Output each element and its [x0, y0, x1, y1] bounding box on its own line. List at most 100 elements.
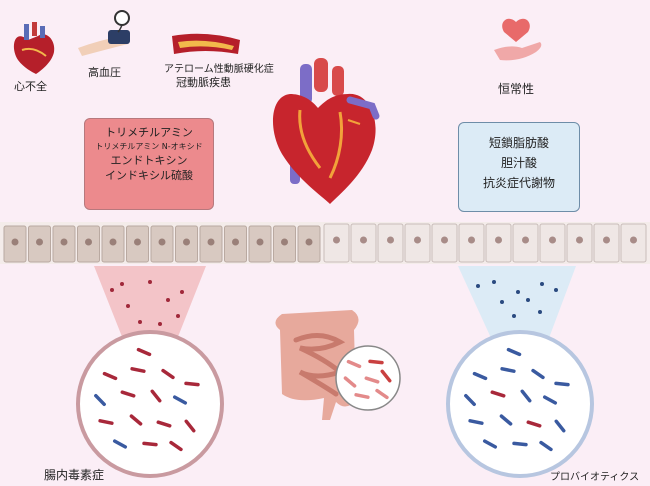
bacterium [554, 381, 570, 387]
bacterium [512, 441, 528, 447]
bacterium [380, 369, 392, 383]
toxin-dot [126, 304, 130, 308]
toxin-dot [138, 320, 142, 324]
healthy-metabolite-particles [476, 280, 558, 336]
homeostasis-label: 恒常性 [498, 82, 535, 96]
toxin-endotoxin: エンドトキシン [110, 154, 188, 167]
metabolite-dot [554, 288, 558, 292]
bacterium [172, 395, 188, 405]
atherosclerosis-icon [172, 33, 240, 54]
cell-nucleus [36, 238, 43, 246]
bacterium [142, 441, 158, 447]
bacterium [464, 393, 476, 407]
cell-nucleus [603, 236, 610, 244]
metabolite-dot [516, 290, 520, 294]
bacterium [184, 381, 200, 387]
cell-nucleus [414, 236, 421, 244]
cell-nucleus [522, 236, 529, 244]
intestinal-epithelium [0, 222, 650, 264]
heart-illustration [272, 58, 380, 204]
toxin-metabolites-box: トリメチルアミン トリメチルアミン N-オキシド エンドトキシン インドキシル硫… [84, 118, 214, 210]
cell-nucleus [85, 238, 92, 246]
cell-nucleus [549, 236, 556, 244]
cell-nucleus [333, 236, 340, 244]
bacterium [346, 359, 362, 369]
bacterium [368, 359, 384, 365]
coronary-disease-label: 冠動脈疾患 [176, 76, 231, 89]
heart-failure-label: 心不全 [14, 80, 47, 93]
dysbiosis-cone [94, 266, 206, 362]
bacterium [542, 395, 558, 405]
cell-nucleus [495, 236, 502, 244]
bacterium [169, 440, 183, 452]
bacterium [375, 388, 389, 400]
cell-nucleus [468, 236, 475, 244]
bacterium [554, 419, 566, 433]
gut-microbiota-bacteria [343, 359, 392, 400]
beneficial-metabolites-box: 短鎖脂肪酸 胆汁酸 抗炎症代謝物 [458, 122, 580, 212]
bacterium [500, 367, 516, 373]
cell-nucleus [207, 238, 215, 246]
cell-nucleus [158, 238, 166, 246]
cell-nucleus [576, 236, 583, 244]
bacterium [161, 368, 175, 380]
cell-nucleus [441, 236, 448, 244]
cell-nucleus [134, 238, 141, 246]
toxin-tma: トリメチルアミン [105, 126, 193, 139]
atherosclerosis-label: アテローム性動脈硬化症 [164, 64, 274, 75]
bacterium [499, 414, 513, 426]
cell-nucleus [630, 236, 637, 244]
bacterium [531, 368, 545, 380]
bacterium [354, 393, 370, 399]
bacterium [112, 439, 128, 449]
bacterium [136, 347, 152, 357]
hypertension-label: 高血圧 [88, 66, 121, 79]
metabolite-anti-inflammatory: 抗炎症代謝物 [482, 176, 555, 190]
bacterium [98, 419, 114, 425]
cell-nucleus [256, 238, 264, 246]
bacterium [506, 347, 522, 357]
intestine-illustration [275, 310, 359, 420]
bacterium [468, 419, 484, 425]
bacterium [184, 419, 196, 433]
metabolite-scfa: 短鎖脂肪酸 [488, 136, 549, 150]
cell-nucleus [60, 238, 68, 246]
bacterium [102, 371, 118, 381]
homeostasis-icon [494, 18, 542, 61]
metabolite-dot [492, 280, 496, 284]
cell-nucleus [11, 238, 19, 246]
cell-nucleus [281, 238, 288, 246]
toxin-dot [158, 322, 162, 326]
metabolite-dot [526, 298, 530, 302]
toxin-indoxyl-sulfate: インドキシル硫酸 [105, 169, 193, 182]
toxin-dot [148, 280, 152, 284]
probiotic-bacteria [464, 347, 570, 452]
dysbiosis-label: 腸内毒素症 [44, 468, 105, 482]
cell-nucleus [232, 238, 239, 246]
metabolite-dot [500, 300, 504, 304]
dysbiosis-bacteria [94, 347, 200, 452]
cell-nucleus [109, 238, 117, 246]
hypertension-icon [78, 10, 130, 56]
bacterium [120, 390, 136, 398]
bacterium [130, 367, 146, 373]
toxin-dot [180, 290, 184, 294]
cell-nucleus [387, 236, 394, 244]
bacterium [150, 389, 162, 403]
toxin-dot [166, 298, 170, 302]
bacterium [490, 390, 506, 398]
bacterium [472, 371, 488, 381]
cell-nucleus [183, 238, 190, 246]
bacterium [343, 376, 357, 388]
cell-nucleus [360, 236, 367, 244]
bacterium [94, 393, 106, 407]
toxin-tmao: トリメチルアミン N-オキシド [95, 142, 203, 151]
bacterium [129, 414, 143, 426]
bacterium [482, 439, 498, 449]
toxin-dot [176, 314, 180, 318]
bacterium [520, 389, 532, 403]
heart-failure-icon [13, 22, 55, 74]
bacterium [526, 420, 542, 428]
toxin-dot [110, 288, 114, 292]
